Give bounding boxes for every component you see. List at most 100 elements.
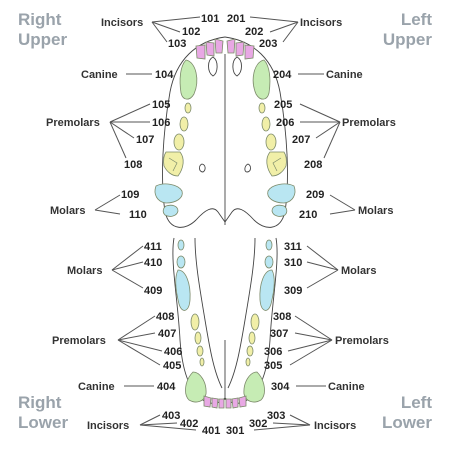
tooth-number-301: 301: [226, 425, 244, 437]
quadrant-right-upper-line2: Upper: [18, 30, 68, 49]
tooth-number-411: 411: [144, 241, 162, 253]
tooth-311[interactable]: [265, 239, 273, 251]
tooth-number-103: 103: [168, 38, 186, 50]
tooth-number-304: 304: [271, 381, 290, 393]
quadrant-left-lower-line1: Left: [401, 393, 433, 412]
tooth-310[interactable]: [264, 255, 274, 269]
tooth-203[interactable]: [244, 44, 255, 60]
tooth-301[interactable]: [225, 398, 232, 409]
quadrant-left-upper-line1: Left: [401, 10, 433, 29]
tooth-107[interactable]: [173, 133, 185, 151]
tooth-208-cusp: [272, 157, 282, 172]
tooth-411[interactable]: [177, 239, 185, 251]
tooth-number-408: 408: [156, 311, 174, 323]
tooth-number-203: 203: [259, 38, 277, 50]
tooth-407[interactable]: [194, 331, 202, 345]
tooth-number-208: 208: [304, 159, 322, 171]
tooth-101[interactable]: [214, 38, 224, 54]
tooth-number-206: 206: [276, 117, 294, 129]
label-incisors-upper-left: Incisors: [300, 17, 342, 29]
tooth-306[interactable]: [246, 345, 254, 357]
tooth-307[interactable]: [248, 331, 256, 345]
tooth-number-308: 308: [273, 311, 291, 323]
tooth-404[interactable]: [185, 371, 207, 403]
tooth-number-202: 202: [245, 26, 263, 38]
tooth-304[interactable]: [243, 371, 265, 403]
tooth-number-104: 104: [155, 69, 174, 81]
tooth-403[interactable]: [203, 395, 212, 408]
tooth-number-401: 401: [202, 425, 220, 437]
tooth-number-303: 303: [267, 410, 285, 422]
tooth-401[interactable]: [218, 398, 225, 409]
tooth-number-309: 309: [284, 285, 302, 297]
tooth-number-102: 102: [182, 26, 200, 38]
tooth-305[interactable]: [245, 357, 251, 367]
quadrant-left-lower-line2: Lower: [382, 413, 432, 432]
label-molars-lower-right: Molars: [67, 265, 102, 277]
label-molars-lower-left: Molars: [341, 265, 376, 277]
tooth-405[interactable]: [199, 357, 205, 367]
tooth-number-402: 402: [180, 418, 198, 430]
tooth-106[interactable]: [179, 116, 189, 132]
tooth-number-405: 405: [163, 360, 181, 372]
quadrant-right-upper-line1: Right: [18, 10, 62, 29]
tooth-102[interactable]: [205, 41, 215, 57]
tooth-205[interactable]: [258, 102, 266, 114]
tooth-208[interactable]: [266, 151, 287, 177]
tooth-number-305: 305: [264, 360, 282, 372]
tooth-109[interactable]: [154, 183, 183, 204]
tooth-number-105: 105: [152, 99, 170, 111]
tooth-number-306: 306: [264, 346, 282, 358]
tooth-202[interactable]: [235, 41, 245, 57]
tooth-206[interactable]: [261, 116, 271, 132]
tooth-number-109: 109: [121, 189, 139, 201]
tooth-numbers: 101 102 103 201 202 203 104 204 105 106 …: [121, 13, 324, 437]
tooth-201[interactable]: [226, 38, 236, 54]
tooth-number-302: 302: [249, 418, 267, 430]
tooth-402[interactable]: [211, 397, 219, 409]
tooth-204[interactable]: [252, 59, 271, 100]
tooth-number-107: 107: [136, 134, 154, 146]
tooth-number-310: 310: [284, 257, 302, 269]
tooth-410[interactable]: [176, 255, 186, 269]
label-premolars-upper-left: Premolars: [342, 117, 396, 129]
tooth-110[interactable]: [162, 204, 179, 217]
tooth-number-201: 201: [227, 13, 245, 25]
tooth-number-204: 204: [273, 69, 292, 81]
tooth-406[interactable]: [196, 345, 204, 357]
quadrant-right-lower-line2: Lower: [18, 413, 68, 432]
tooth-number-403: 403: [162, 410, 180, 422]
tooth-number-207: 207: [292, 134, 310, 146]
label-incisors-lower-left: Incisors: [314, 420, 356, 432]
tooth-108-cusp: [168, 157, 178, 172]
tooth-308[interactable]: [250, 313, 260, 331]
label-molars-upper-right: Molars: [50, 205, 85, 217]
tooth-103[interactable]: [195, 44, 206, 60]
tooth-number-404: 404: [157, 381, 176, 393]
label-premolars-lower-right: Premolars: [52, 335, 106, 347]
tooth-209[interactable]: [267, 183, 296, 204]
tooth-409[interactable]: [175, 269, 191, 311]
label-molars-upper-left: Molars: [358, 205, 393, 217]
leader-lines: [94, 16, 356, 431]
label-incisors-upper-right: Incisors: [101, 17, 143, 29]
tooth-number-110: 110: [129, 209, 147, 221]
tooth-210[interactable]: [271, 204, 288, 217]
tooth-108[interactable]: [163, 151, 184, 177]
tooth-104[interactable]: [179, 59, 198, 100]
lower-teeth: [175, 239, 275, 409]
label-incisors-lower-right: Incisors: [87, 420, 129, 432]
tooth-207[interactable]: [265, 133, 277, 151]
tooth-302[interactable]: [231, 397, 239, 409]
label-premolars-upper-right: Premolars: [46, 117, 100, 129]
upper-jaw-outline: [162, 36, 288, 228]
tooth-303[interactable]: [238, 395, 247, 408]
tooth-408[interactable]: [190, 313, 200, 331]
quadrant-right-lower-line1: Right: [18, 393, 62, 412]
tooth-105[interactable]: [184, 102, 192, 114]
label-canine-upper-right: Canine: [81, 69, 118, 81]
tooth-309[interactable]: [259, 269, 275, 311]
label-premolars-lower-left: Premolars: [335, 335, 389, 347]
tooth-number-409: 409: [144, 285, 162, 297]
tooth-number-407: 407: [158, 328, 176, 340]
